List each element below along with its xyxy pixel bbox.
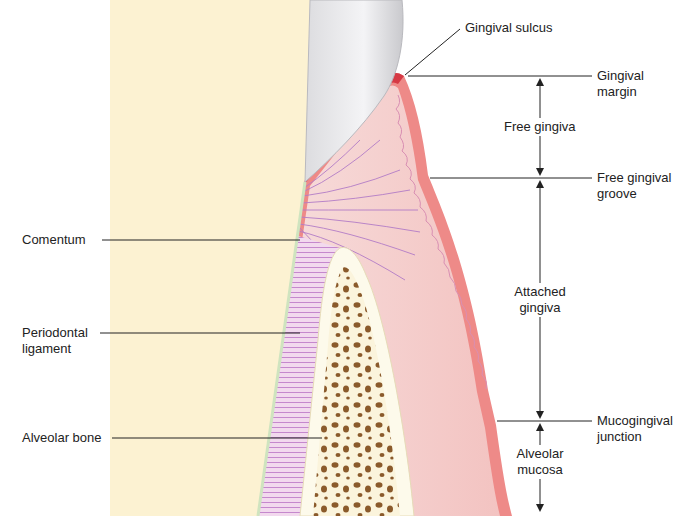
part-label: Alveolar mucosa (505, 445, 575, 479)
part-label: Periodontal ligament (22, 325, 100, 357)
part-label: Free gingiva (502, 118, 578, 136)
part-label: Mucogingival junction (597, 413, 683, 445)
part-label: Attached gingiva (505, 283, 575, 317)
part-label: Alveolar bone (22, 430, 102, 446)
part-label: Gingival margin (597, 68, 669, 100)
part-label: Gingival sulcus (465, 20, 552, 36)
part-label: Free gingival groove (597, 170, 683, 202)
part-label: Comentum (22, 232, 86, 248)
